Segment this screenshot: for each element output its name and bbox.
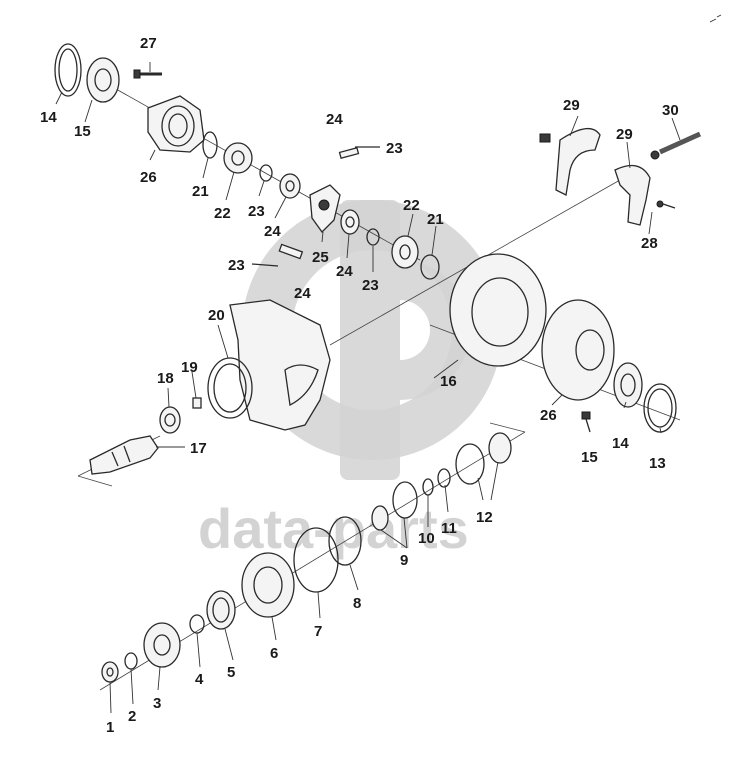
seal-5 xyxy=(206,590,236,630)
callout-24-lower: 24 xyxy=(294,285,311,302)
callout-27: 27 xyxy=(140,35,157,52)
washer-21-top xyxy=(202,131,218,159)
callout-21-top: 21 xyxy=(192,183,209,200)
washer-4 xyxy=(189,614,205,634)
callout-23-lower: 23 xyxy=(228,257,245,274)
callout-14-lower: 14 xyxy=(612,435,629,452)
axle-housing-20 xyxy=(229,299,331,431)
bearing-14-lower xyxy=(613,362,643,408)
callout-5: 5 xyxy=(227,664,235,681)
callout-21-right: 21 xyxy=(427,211,444,228)
washer-10 xyxy=(422,478,434,496)
bearing-ring-13 xyxy=(643,383,677,433)
callout-3: 3 xyxy=(153,695,161,712)
callout-1: 1 xyxy=(106,719,114,736)
shaft-30 xyxy=(650,131,702,160)
bearing-ring-14-top xyxy=(54,43,82,97)
callout-8: 8 xyxy=(353,595,361,612)
bearing-15-top xyxy=(86,57,120,103)
o-ring-8 xyxy=(328,516,362,566)
spider-cross-25 xyxy=(309,184,341,234)
washer-2 xyxy=(124,652,138,670)
callout-23-top: 23 xyxy=(248,203,265,220)
bearing-cover-6 xyxy=(241,552,295,618)
ring-gear-16 xyxy=(449,253,547,367)
bearing-12 xyxy=(455,432,512,485)
callout-labels: 14 15 27 26 21 22 23 24 24 23 25 24 22 2… xyxy=(40,35,679,736)
differential-case-26-lower xyxy=(541,299,615,401)
pinion-shaft-17 xyxy=(89,435,159,475)
callout-6: 6 xyxy=(270,645,278,662)
shim-19 xyxy=(192,397,202,409)
callout-13: 13 xyxy=(649,455,666,472)
bolt-28 xyxy=(656,200,676,209)
callout-14-top: 14 xyxy=(40,109,57,126)
callout-23-mid: 23 xyxy=(362,277,379,294)
callout-24-upper: 24 xyxy=(326,111,343,128)
callout-19: 19 xyxy=(181,359,198,376)
callout-2: 2 xyxy=(128,708,136,725)
bearing-18 xyxy=(159,406,181,434)
gasket-19 xyxy=(207,357,253,419)
ring-11 xyxy=(437,468,451,488)
shift-fork-29-top xyxy=(539,128,601,196)
callout-11: 11 xyxy=(441,520,457,537)
callout-29-top: 29 xyxy=(563,97,580,114)
callout-9: 9 xyxy=(400,552,408,569)
shift-fork-29-lower xyxy=(614,164,651,226)
bolt-15-lower xyxy=(581,411,591,433)
callout-7: 7 xyxy=(314,623,322,640)
callout-15-lower: 15 xyxy=(581,449,598,466)
corner-mark xyxy=(709,14,722,23)
side-gear-22-top xyxy=(223,142,253,174)
callout-24-mid: 24 xyxy=(336,263,353,280)
callout-26-top: 26 xyxy=(140,169,157,186)
gasket-7 xyxy=(293,527,339,593)
callout-29-lower: 29 xyxy=(616,126,633,143)
flange-3 xyxy=(143,622,181,668)
callout-20: 20 xyxy=(208,307,225,324)
pinion-gear-24-mid xyxy=(340,209,360,235)
callout-17: 17 xyxy=(190,440,207,457)
washer-23-mid xyxy=(366,228,380,246)
nut-1 xyxy=(101,661,119,683)
pin-23-top xyxy=(338,146,380,160)
washer-21-right xyxy=(420,254,440,280)
pin-23-lower xyxy=(251,243,304,267)
seal-9 xyxy=(371,481,418,531)
callout-16: 16 xyxy=(440,373,457,390)
callout-25: 25 xyxy=(312,249,329,266)
callout-24-left: 24 xyxy=(264,223,281,240)
differential-case-26-top xyxy=(147,95,205,153)
callout-26-lower: 26 xyxy=(540,407,557,424)
pinion-gear-24-top xyxy=(279,173,301,199)
callout-15-top: 15 xyxy=(74,123,91,140)
callout-22-right: 22 xyxy=(403,197,420,214)
washer-23-top xyxy=(259,164,273,182)
side-gear-22-right xyxy=(391,235,419,269)
callout-23-upper: 23 xyxy=(386,140,403,157)
leader-lines xyxy=(55,62,681,714)
callout-10: 10 xyxy=(418,530,435,547)
bolt-27 xyxy=(133,69,162,79)
watermark-text: data-parts xyxy=(198,497,469,560)
callout-30: 30 xyxy=(662,102,679,119)
callout-28: 28 xyxy=(641,235,658,252)
callout-18: 18 xyxy=(157,370,174,387)
callout-12: 12 xyxy=(476,509,493,526)
callout-22-top: 22 xyxy=(214,205,231,222)
callout-4: 4 xyxy=(195,671,204,688)
